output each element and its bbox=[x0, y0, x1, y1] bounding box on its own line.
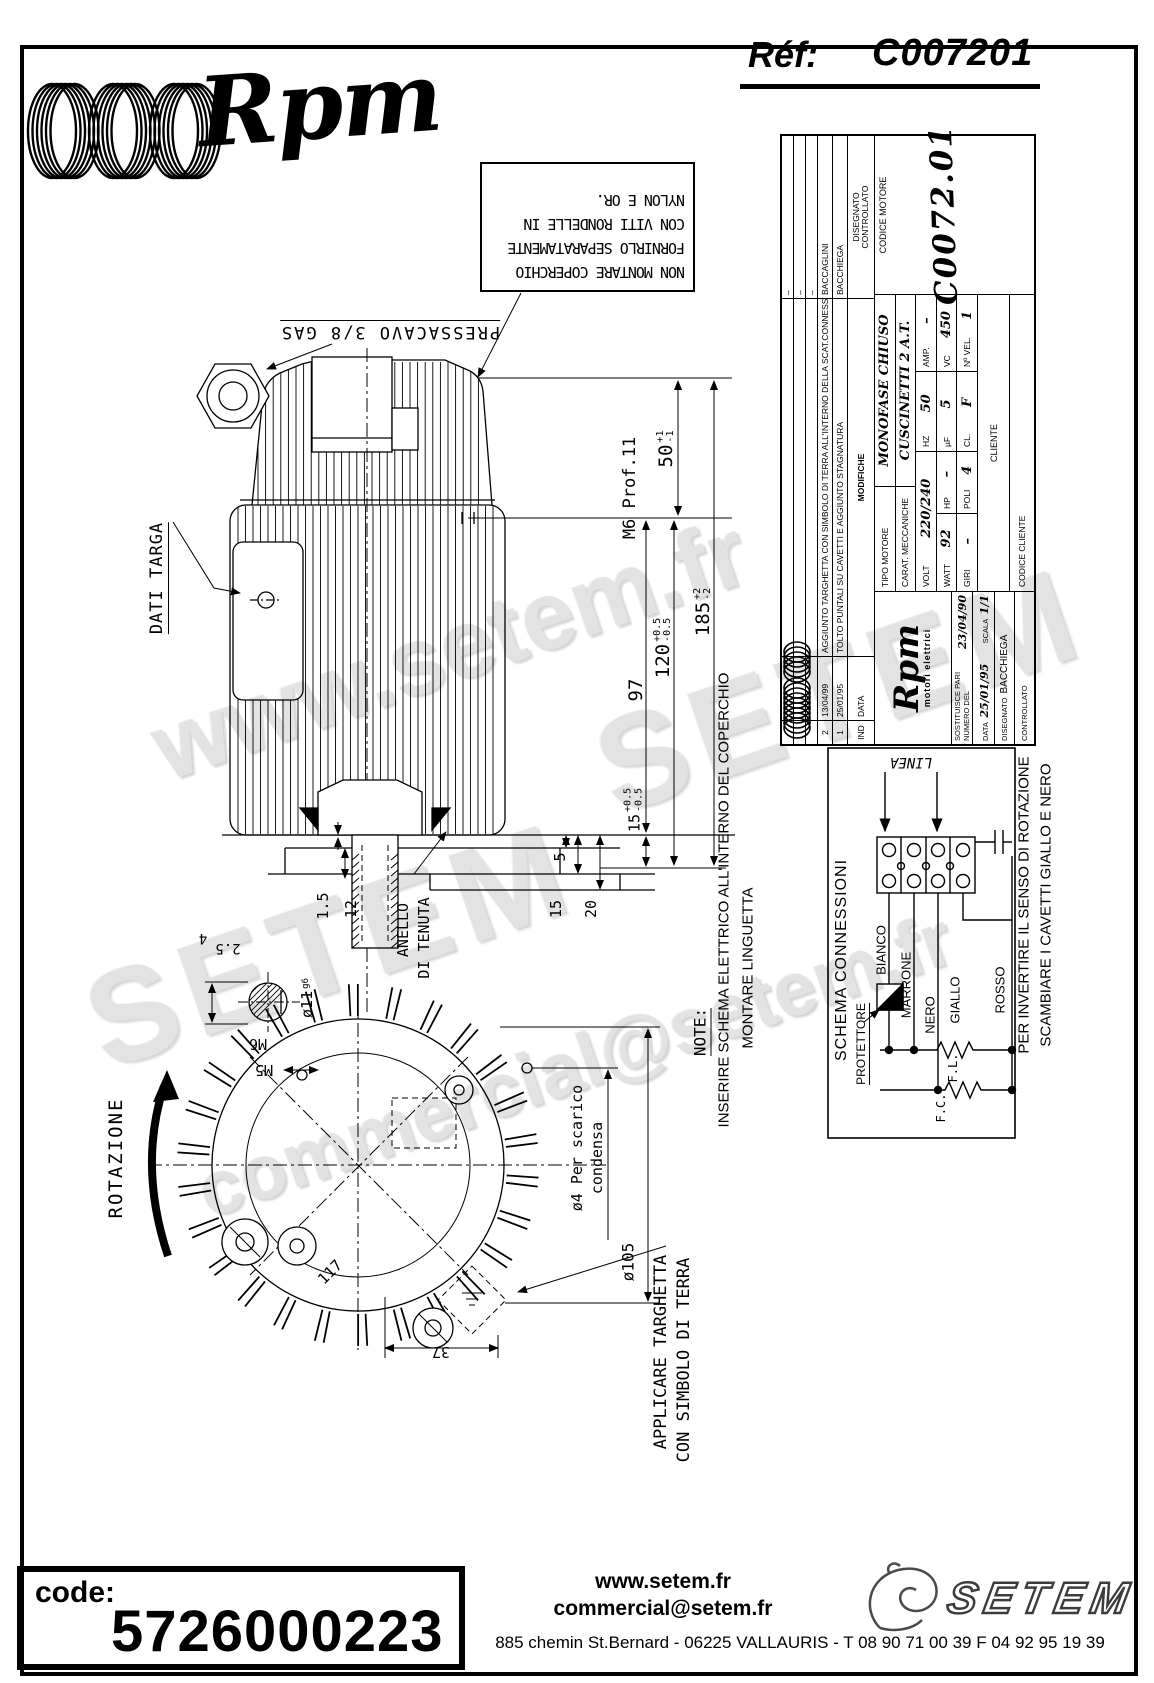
footer-address: 885 chemin St.Bernard - 06225 VALLAURIS … bbox=[495, 1633, 1105, 1652]
cover-note-line: FORNIRLO SEPARATAMENTE bbox=[508, 239, 685, 257]
schema-title: SCHEMA CONNESSIONI bbox=[833, 858, 850, 1062]
dim-1-5: 1.5 bbox=[314, 892, 332, 920]
dim-97: 97 bbox=[625, 678, 647, 702]
inserire-note: INSERIRE SCHEMA ELETTRICO ALL'INTERNO DE… bbox=[715, 672, 733, 1128]
sheet-border bbox=[20, 45, 1138, 1676]
invertire-note: PER INVERTIRE IL SENSO DI ROTAZIONE bbox=[1015, 756, 1033, 1054]
rpm-small-text: Rpm bbox=[887, 624, 928, 713]
cover-note-line: NYLON E OR. bbox=[596, 191, 685, 209]
flange-bottom-view bbox=[148, 983, 606, 1350]
code-box: code: 5726000223 bbox=[17, 1566, 465, 1670]
rpm-logo-text: Rpm bbox=[194, 39, 445, 170]
dim-m5: M5 bbox=[254, 1061, 274, 1079]
linea-label: LINEA bbox=[889, 754, 933, 770]
anello-label: ANELLO bbox=[394, 902, 412, 958]
code-label: code: bbox=[35, 1576, 116, 1609]
dim-50: 50+1-1 bbox=[654, 430, 678, 468]
fc-label: F.C. bbox=[934, 1093, 948, 1123]
rotazione-label: ROTAZIONE bbox=[105, 1097, 127, 1219]
wire-bianco: BIANCO bbox=[873, 925, 889, 975]
rpm-small-logo: Rpm motori elettrici bbox=[783, 592, 952, 744]
connection-schema bbox=[827, 747, 1017, 1139]
protettore-label: PROTETTORE bbox=[854, 1003, 870, 1085]
anello-label-2: DI TENUTA bbox=[415, 897, 433, 979]
dim-2-5: 2.5 bbox=[215, 940, 241, 956]
code-value: 5726000223 bbox=[111, 1599, 444, 1664]
cliente-cell: CLIENTE bbox=[978, 295, 1011, 591]
applicare-label: APPLICARE TARGHETTA bbox=[651, 1254, 671, 1450]
dati-targa-label: DATI TARGA bbox=[147, 521, 169, 635]
flange-dimensions bbox=[283, 1026, 667, 1358]
codice-motore-cell: CODICE MOTORE C0072.01 bbox=[875, 124, 1034, 306]
motor-side-view bbox=[196, 348, 735, 1032]
wire-nero: NERO bbox=[922, 996, 938, 1034]
dim-5: 5 bbox=[551, 852, 569, 862]
ref-label: Réf: bbox=[748, 34, 818, 75]
note-label: NOTE: bbox=[690, 1007, 712, 1057]
side-view-dimensions bbox=[172, 292, 732, 1025]
dim-dia105: ø105 bbox=[618, 1242, 638, 1282]
wire-rosso: ROSSO bbox=[992, 966, 1008, 1014]
wire-giallo: GIALLO bbox=[947, 976, 963, 1024]
cover-note-line: CON VITI RONDELLE IN bbox=[524, 215, 685, 233]
cover-note-box: NON MONTARE COPERCHIO FORNIRLO SEPARATAM… bbox=[480, 162, 695, 292]
dim-15: 15 bbox=[547, 899, 565, 919]
dim-m6: M6 bbox=[248, 1035, 268, 1053]
controllato-row: CONTROLLATO bbox=[1020, 685, 1029, 741]
wire-marrone: MARRONE bbox=[898, 951, 914, 1019]
setem-swan-icon bbox=[868, 1562, 938, 1632]
ref-underline bbox=[740, 84, 1040, 89]
ref-value: C007201 bbox=[872, 32, 1034, 74]
montare-note: MONTARE LINGUETTA bbox=[739, 887, 757, 1049]
pressacavo-label: PRESSACAVO 3/8 GAS bbox=[279, 320, 501, 342]
dim-12: 12 bbox=[342, 899, 360, 919]
applicare-label-2: CON SIMBOLO DI TERRA bbox=[674, 1257, 694, 1463]
dim-20: 20 bbox=[582, 899, 600, 919]
dim-15-tol: 15+0.5-0.5 bbox=[622, 787, 645, 833]
codice-cliente-cell: CODICE CLIENTE bbox=[1017, 515, 1028, 587]
dim-120: 120+0.5-0.5 bbox=[651, 617, 675, 679]
dim-37: 37 bbox=[431, 1343, 451, 1361]
dim-4: 4 bbox=[198, 930, 208, 946]
invertire-note-2: SCAMBIARE I CAVETTI GIALLO E NERO bbox=[1037, 763, 1055, 1047]
title-block-left: Rpm motori elettrici SOSTITUISCE PARI NU… bbox=[783, 591, 1034, 744]
footer-email: commercial@setem.fr bbox=[553, 1597, 773, 1620]
setem-brand-text: SETEM bbox=[943, 1573, 1141, 1625]
data-scala-row: DATA 25/01/95 SCALA 1/1 bbox=[973, 592, 995, 744]
motori-elettrici-text: motori elettrici bbox=[921, 628, 932, 708]
footer-site: www.setem.fr bbox=[595, 1570, 731, 1593]
scarico-label: ø4 Per scarico bbox=[568, 1084, 586, 1212]
dim-m6-prof11: M6 Prof.11 bbox=[620, 436, 640, 540]
fl-label: F.L. bbox=[946, 1053, 960, 1083]
scarico-label-2: condensa bbox=[588, 1121, 606, 1195]
rpm-coil-logo bbox=[26, 82, 222, 180]
dim-185: 185+2-2 bbox=[691, 587, 715, 637]
rpm-small-coil-icon bbox=[783, 641, 811, 739]
cover-note-line: NON MONTARE COPERCHIO bbox=[516, 263, 685, 281]
